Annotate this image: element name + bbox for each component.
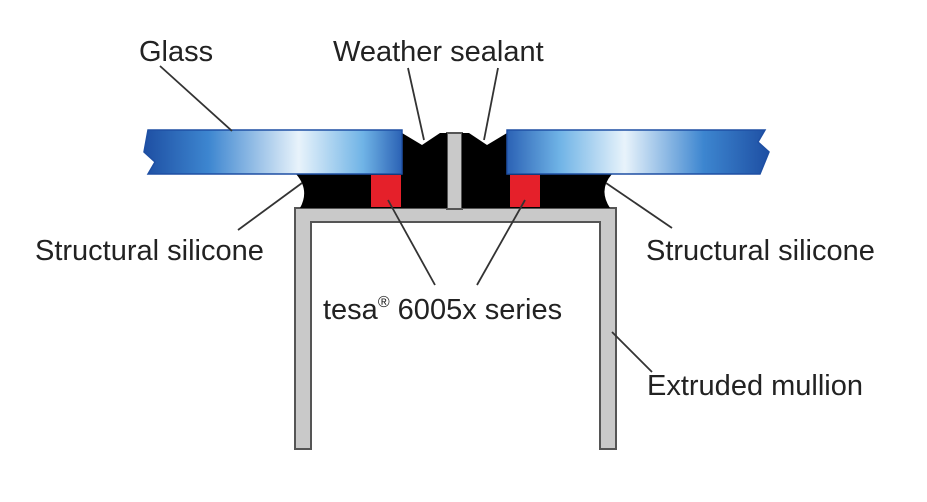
leader-extruded-mullion: [611, 331, 653, 373]
leader-tesa-right: [476, 199, 526, 286]
extruded-mullion-profile: [294, 207, 617, 450]
right-sealant-block: [462, 133, 612, 208]
tesa-tape-left: [371, 175, 401, 207]
leader-structural-silicone-right: [605, 182, 673, 229]
leader-structural-silicone-left: [237, 182, 303, 231]
label-extruded-mullion: Extruded mullion: [647, 370, 863, 402]
label-glass: Glass: [139, 36, 214, 68]
tesa-series-text: 6005x series: [389, 294, 563, 326]
mullion-center-fin: [446, 132, 463, 210]
tesa-registered-mark: ®: [377, 294, 390, 311]
label-weather-sealant: Weather sealant: [333, 36, 544, 68]
label-structural-silicone-left: Structural silicone: [35, 235, 264, 267]
label-structural-silicone-right: Structural silicone: [646, 235, 875, 267]
leader-tesa-left: [387, 199, 436, 286]
leader-weather-sealant-right: [483, 67, 499, 141]
label-tesa-series: tesa® 6005x series: [323, 295, 562, 325]
tesa-brand: tesa: [323, 294, 378, 326]
leader-lines: [159, 65, 673, 373]
glass-pane-right: [506, 129, 770, 175]
glass-pane-left: [143, 129, 403, 175]
leader-weather-sealant-left: [407, 67, 425, 141]
tesa-tape-right: [510, 175, 540, 207]
left-sealant-block: [296, 133, 447, 208]
leader-glass: [159, 65, 233, 132]
